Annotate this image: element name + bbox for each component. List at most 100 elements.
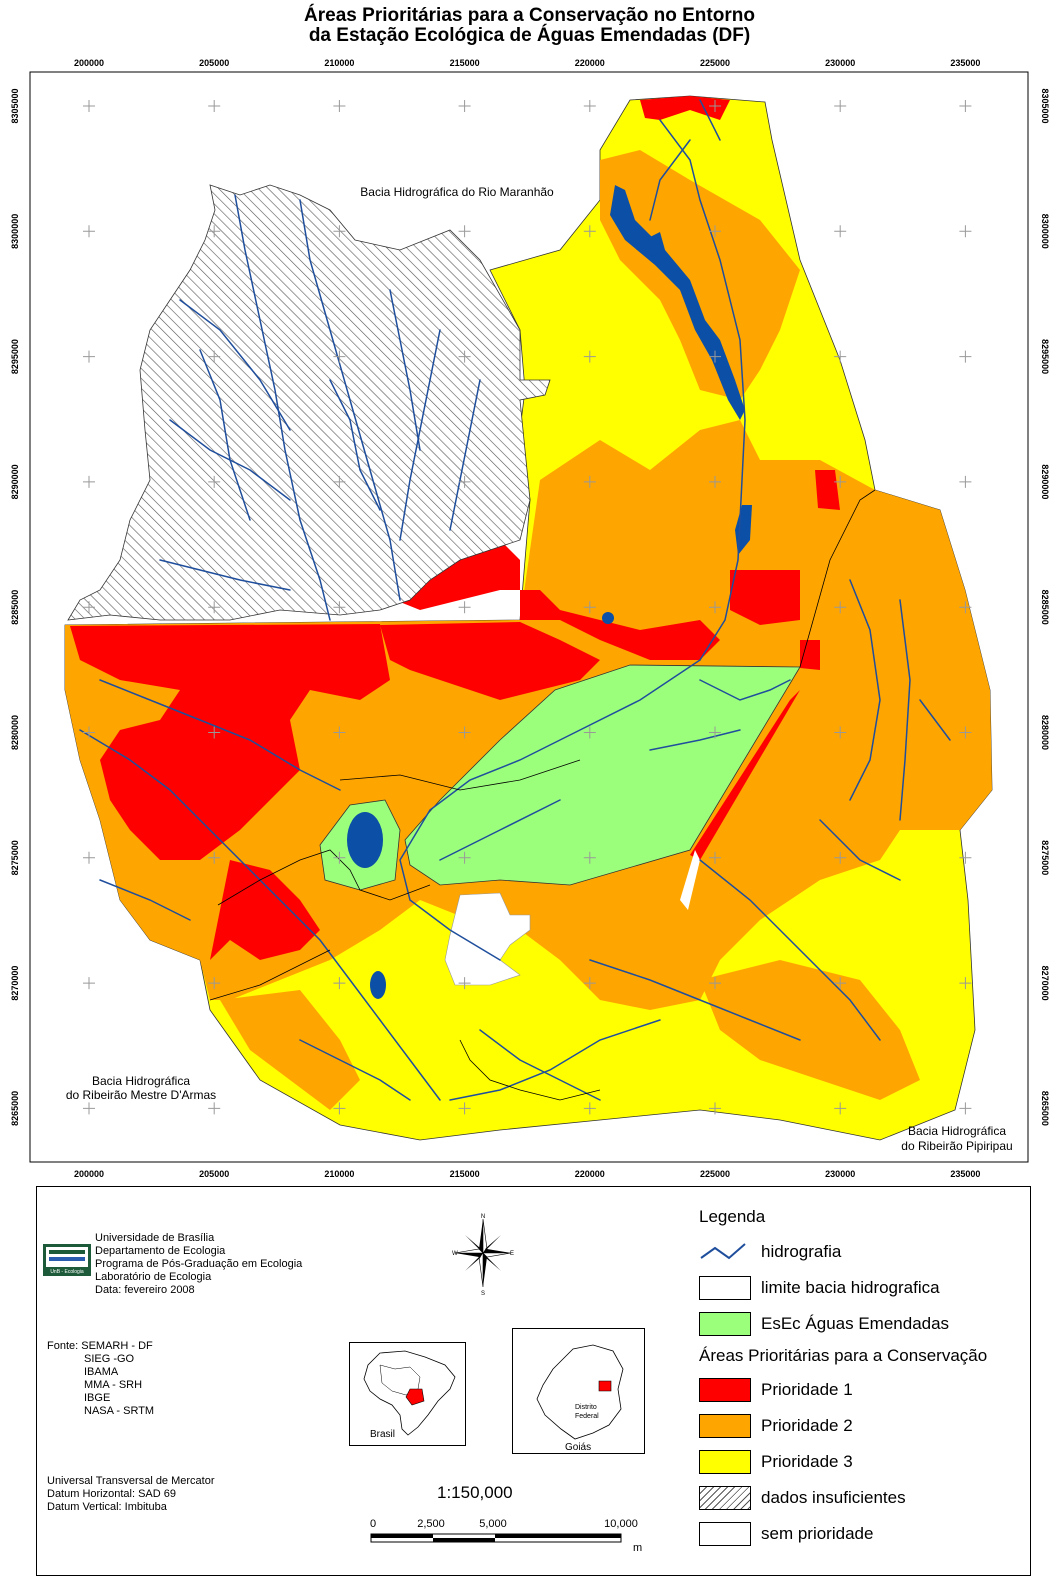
projection-line: Universal Transversal de Mercator xyxy=(47,1475,215,1487)
scale-ratio: 1:150,000 xyxy=(437,1483,513,1502)
svg-text:10,000: 10,000 xyxy=(604,1518,638,1530)
inset-map-goias: Distrito Federal Goiás xyxy=(512,1328,645,1454)
sources-list: SIEG -GO IBAMA MMA - SRH IBGE NASA - SRT… xyxy=(84,1353,154,1418)
graticule-cross xyxy=(458,1102,471,1115)
graticule-cross xyxy=(709,350,721,363)
graticule-crosses xyxy=(83,100,972,1115)
map-title: Áreas Prioritárias para a Conservação no… xyxy=(0,6,1059,46)
graticule-cross xyxy=(83,601,95,614)
graticule-cross xyxy=(709,601,721,614)
legend-item-priority-2: Prioridade 2 xyxy=(699,1411,987,1441)
y-tick-label-left: 8285000 xyxy=(10,590,20,625)
svg-text:0: 0 xyxy=(370,1518,376,1530)
graticule-cross xyxy=(458,601,471,614)
x-tick-label-top: 235000 xyxy=(950,58,980,68)
legend-label: dados insuficientes xyxy=(761,1488,906,1507)
priority-1-east2 xyxy=(815,470,840,510)
legend-swatch xyxy=(699,1312,751,1336)
graticule-cross xyxy=(959,350,972,363)
graticule-cross xyxy=(709,977,721,990)
reservoir-north xyxy=(610,185,745,420)
legend-label: Prioridade 2 xyxy=(761,1416,853,1435)
graticule-cross xyxy=(83,851,95,864)
priority-1-central-band xyxy=(380,622,600,700)
region-label-maranhao: Bacia Hidrográfica do Rio Maranhão xyxy=(360,185,554,199)
graticule-cross xyxy=(208,601,221,614)
x-tick-label-top: 205000 xyxy=(199,58,229,68)
insufficient-data-area xyxy=(67,184,551,621)
axis-ticks: 2000002000002050002050002100002100002150… xyxy=(10,58,1050,1179)
institution-line: Departamento de Ecologia xyxy=(95,1245,226,1257)
graticule-cross xyxy=(83,100,95,112)
graticule-cross xyxy=(208,1102,221,1115)
graticule-cross xyxy=(709,475,721,488)
priority-1-southwest xyxy=(210,860,320,960)
unb-logo: UnB - Ecologia xyxy=(43,1244,91,1276)
graticule-cross xyxy=(834,601,847,614)
y-tick-label-right: 8305000 xyxy=(1040,88,1050,123)
graticule-cross xyxy=(583,977,596,990)
x-tick-label-bottom: 210000 xyxy=(324,1169,354,1179)
institution-line: Laboratório de Ecologia xyxy=(95,1271,212,1283)
svg-text:2,500: 2,500 xyxy=(417,1518,445,1530)
svg-text:N: N xyxy=(481,1214,485,1220)
x-tick-label-top: 220000 xyxy=(575,58,605,68)
graticule-cross xyxy=(834,851,847,864)
y-tick-label-right: 8290000 xyxy=(1040,464,1050,499)
y-tick-label-left: 8300000 xyxy=(10,214,20,249)
legend-label: Prioridade 3 xyxy=(761,1452,853,1471)
institution-block: Universidade de Brasília Departamento de… xyxy=(95,1232,302,1297)
y-tick-label-left: 8275000 xyxy=(10,840,20,875)
svg-text:S: S xyxy=(481,1291,485,1295)
graticule-cross xyxy=(709,225,721,238)
graticule-cross xyxy=(583,475,596,488)
svg-text:Distrito: Distrito xyxy=(575,1404,597,1411)
legend-swatch xyxy=(699,1378,751,1402)
sources-label: Fonte: SEMARH - DF xyxy=(47,1340,153,1352)
graticule-cross xyxy=(458,100,471,112)
graticule-cross xyxy=(83,726,95,739)
legend-items: hidrografia limite bacia hidrografica Es… xyxy=(699,1237,987,1549)
graticule-cross xyxy=(208,100,221,112)
graticule-cross xyxy=(834,475,847,488)
graticule-cross xyxy=(583,1102,596,1115)
graticule-cross xyxy=(83,977,95,990)
legend-label: EsEc Águas Emendadas xyxy=(761,1314,950,1333)
graticule-cross xyxy=(458,475,471,488)
graticule-cross xyxy=(83,475,95,488)
graticule-cross xyxy=(709,851,721,864)
legend-swatch xyxy=(699,1522,751,1546)
source-item: NASA - SRTM xyxy=(84,1405,155,1417)
graticule-cross xyxy=(709,1102,721,1115)
svg-text:W: W xyxy=(452,1251,458,1257)
graticule-cross xyxy=(834,350,847,363)
y-tick-label-left: 8295000 xyxy=(10,339,20,374)
legend-label: hidrografia xyxy=(761,1242,842,1261)
graticule-cross xyxy=(83,350,95,363)
y-tick-label-left: 8290000 xyxy=(10,464,20,499)
map-title-line2: da Estação Ecológica de Águas Emendadas … xyxy=(308,25,751,46)
region-label-mestre-1: Bacia Hidrográfica xyxy=(92,1074,190,1088)
graticule-cross xyxy=(83,225,95,238)
y-tick-label-right: 8300000 xyxy=(1040,214,1050,249)
graticule-cross xyxy=(834,225,847,238)
x-tick-label-bottom: 225000 xyxy=(700,1169,730,1179)
legend-subtitle: Áreas Prioritárias para a Conservação xyxy=(699,1346,988,1365)
region-label-pipiripau-2: do Ribeirão Pipiripau xyxy=(901,1139,1012,1153)
y-tick-label-right: 8280000 xyxy=(1040,715,1050,750)
legend-swatch xyxy=(699,1414,751,1438)
priority-1-east xyxy=(730,570,800,625)
graticule-cross xyxy=(208,726,221,739)
x-tick-label-bottom: 220000 xyxy=(575,1169,605,1179)
x-tick-label-bottom: 215000 xyxy=(450,1169,480,1179)
lake-esec xyxy=(347,812,383,868)
source-item: IBGE xyxy=(84,1392,111,1404)
graticule-cross xyxy=(83,1102,95,1115)
graticule-cross xyxy=(834,977,847,990)
priority-2-north xyxy=(600,150,800,400)
legend-item-priority-3: Prioridade 3 xyxy=(699,1447,987,1477)
graticule-cross xyxy=(208,851,221,864)
lake-center xyxy=(602,612,614,624)
svg-text:m: m xyxy=(633,1542,642,1554)
graticule-cross xyxy=(333,475,346,488)
